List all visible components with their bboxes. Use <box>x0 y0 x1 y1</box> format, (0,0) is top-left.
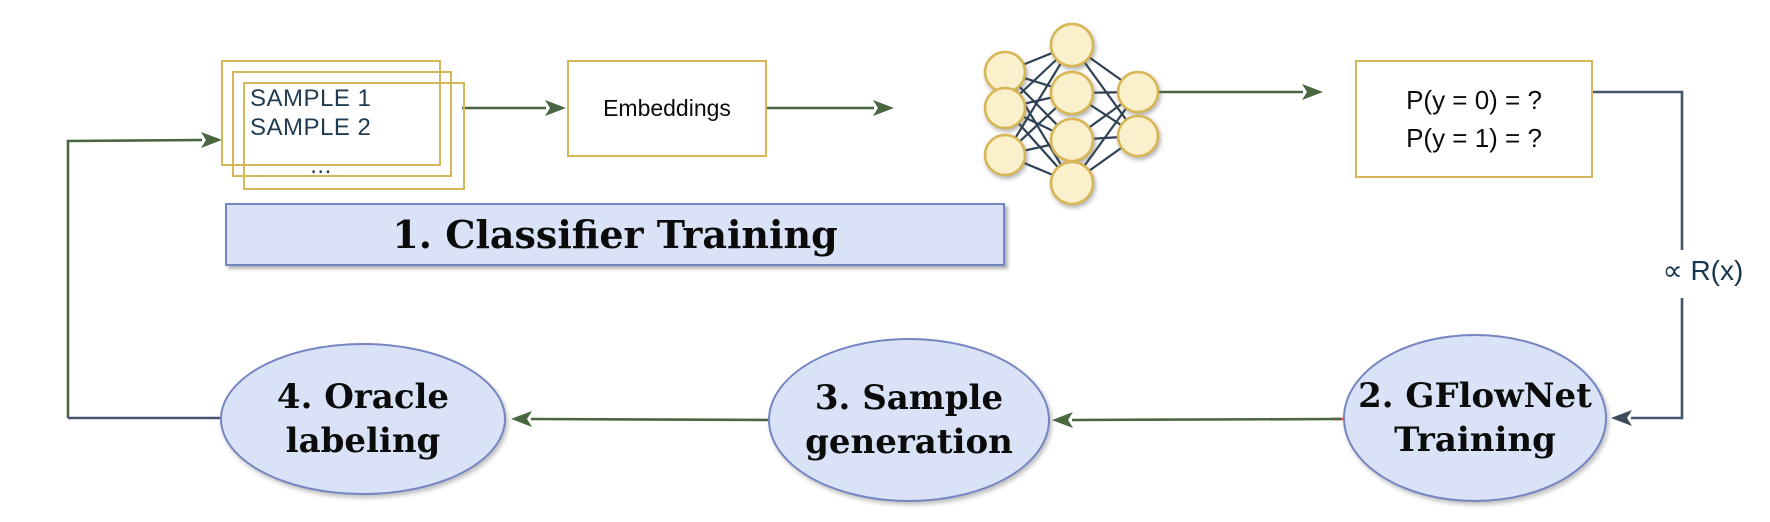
arrow-loop-to-samples <box>66 132 222 418</box>
gflownet-training-ellipse: 2. GFlowNet Training <box>1343 334 1607 502</box>
connector-output-to-gflownet-top <box>1593 90 1684 250</box>
sample-generation-ellipse: 3. Sample generation <box>768 338 1050 502</box>
classifier-training-label: 1. Classifier Training <box>392 212 838 257</box>
arrow-samplegen-to-oracle <box>511 411 769 428</box>
output-probabilities-box: P(y = 0) = ? P(y = 1) = ? <box>1355 60 1593 178</box>
embeddings-label: Embeddings <box>603 95 731 121</box>
sample-box-back <box>221 60 441 166</box>
oracle-labeling-ellipse: 4. Oracle labeling <box>220 343 506 495</box>
gflownet-line-2: Training <box>1394 420 1556 460</box>
output-line-1: P(y = 0) = ? <box>1406 85 1542 115</box>
sample-line-2: SAMPLE 2 <box>250 114 372 141</box>
gflownet-line-1: 2. GFlowNet <box>1358 376 1592 416</box>
connector-output-to-gflownet-bottom <box>1611 298 1684 426</box>
oracle-line-2: labeling <box>285 421 441 461</box>
arrow-gflownet-to-samplegen <box>1052 411 1342 428</box>
neural-network-icon <box>983 22 1160 206</box>
sample-box-middle <box>232 71 452 177</box>
sample-stack-text: SAMPLE 1 SAMPLE 2 ... <box>250 84 392 180</box>
samplegen-line-1: 3. Sample <box>814 378 1004 418</box>
proportional-reward-label: ∝ R(x) <box>1662 255 1744 286</box>
oracle-line-1: 4. Oracle <box>276 377 450 417</box>
samplegen-line-2: generation <box>805 422 1013 462</box>
sample-box-front <box>243 82 465 190</box>
output-line-2: P(y = 1) = ? <box>1406 123 1542 153</box>
classifier-training-banner: 1. Classifier Training <box>225 203 1005 266</box>
sample-line-1: SAMPLE 1 <box>250 85 372 112</box>
embeddings-box: Embeddings <box>567 60 767 157</box>
sample-line-ellipsis: ... <box>310 152 332 179</box>
